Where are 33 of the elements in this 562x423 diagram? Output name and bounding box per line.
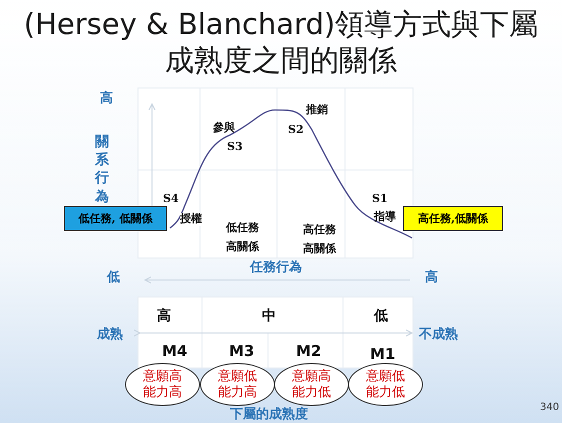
readiness-ellipse: 意願低能力低: [348, 363, 423, 406]
page-number: 340: [540, 402, 560, 414]
style-label: 推銷: [306, 104, 328, 117]
readiness-ellipse: 意願低能力高: [200, 363, 275, 406]
quadrant-label: S4: [163, 193, 179, 206]
table-cell: 中: [262, 308, 276, 324]
table-cell: M2: [296, 343, 322, 360]
axis-label: 成熟: [97, 328, 123, 343]
axis-label: 不成熟: [419, 328, 458, 343]
table-cell: M4: [162, 343, 188, 360]
axis-label: 高: [425, 271, 438, 286]
table-cell: M1: [370, 346, 396, 364]
axis-title: 關系行為: [95, 133, 109, 206]
readiness-ellipse: 意願高能力高: [125, 363, 200, 406]
style-box: 低任務, 低關係: [64, 206, 167, 231]
axis-title: 下屬的成熟度: [230, 408, 308, 423]
quadrant-note: 低任務高關係: [226, 220, 260, 255]
table-cell: 高: [157, 308, 171, 324]
axis-label: 高: [100, 92, 113, 107]
style-label: 參與: [213, 122, 235, 135]
style-box: 高任務,低關係: [403, 206, 503, 231]
quadrant-note: 高任務高關係: [303, 222, 338, 257]
quadrant-label: S2: [288, 124, 304, 137]
quadrant-label: S3: [227, 141, 243, 154]
table-cell: M3: [229, 343, 254, 360]
axis-label: 低: [107, 271, 120, 286]
axis-title: 任務行為: [250, 261, 302, 276]
readiness-ellipse: 意願高能力低: [274, 363, 349, 406]
table-cell: 低: [374, 308, 388, 324]
title: (Hersey & Blanchard)領導方式與下屬成熟度之間的關係: [22, 6, 540, 78]
style-label: 指導: [374, 211, 396, 224]
style-label: 授權: [180, 213, 202, 226]
quadrant-label: S1: [372, 193, 388, 206]
